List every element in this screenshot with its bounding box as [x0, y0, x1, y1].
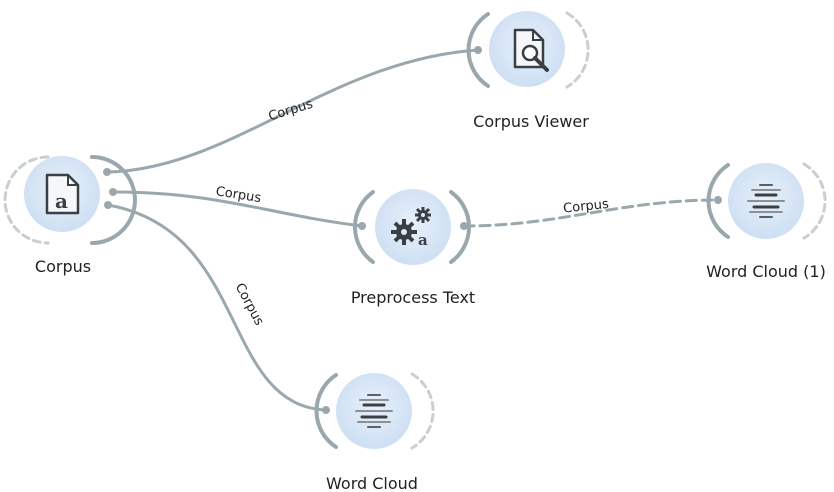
- output-channel-dot: [460, 222, 468, 230]
- output-anchor-arc[interactable]: [449, 190, 471, 264]
- node-label: Corpus Viewer: [473, 112, 589, 131]
- output-channel-dot: [104, 201, 112, 209]
- node-label: Word Cloud (1): [706, 262, 826, 281]
- input-anchor-arc[interactable]: [706, 163, 730, 239]
- input-channel-dot: [358, 222, 366, 230]
- input-channel-dot: [714, 196, 722, 204]
- output-channel-dot: [103, 168, 111, 176]
- gears-a-icon: a: [391, 207, 431, 249]
- node-corpus-viewer[interactable]: Corpus Viewer: [466, 11, 590, 131]
- links: [105, 48, 720, 412]
- input-anchor-arc: [3, 155, 50, 245]
- output-anchor-arc[interactable]: [90, 155, 137, 245]
- word-cloud-icon: [747, 184, 785, 218]
- node-circle[interactable]: [375, 189, 451, 265]
- input-channel-dot: [322, 406, 330, 414]
- link-label-word-cloud-1: Corpus: [563, 197, 610, 217]
- output-channel-dot: [109, 188, 117, 196]
- document-a-icon: a: [45, 173, 80, 215]
- link-label-preprocess-text: Corpus: [215, 184, 263, 206]
- word-cloud-icon: [355, 394, 393, 428]
- link-preprocess-text-to-word-cloud-1[interactable]: [462, 198, 720, 228]
- node-corpus[interactable]: a Corpus: [3, 155, 137, 276]
- node-word-cloud[interactable]: Word Cloud: [314, 372, 435, 492]
- link-label-word-cloud: Corpus: [232, 281, 267, 329]
- node-word-cloud-1[interactable]: Word Cloud (1): [706, 162, 827, 281]
- node-label: Corpus: [35, 257, 91, 276]
- output-anchor-arc: [565, 11, 590, 89]
- output-anchor-arc: [802, 162, 827, 240]
- input-anchor-arc[interactable]: [466, 12, 490, 88]
- svg-text:a: a: [418, 231, 428, 249]
- input-anchor-arc[interactable]: [314, 373, 338, 449]
- link-corpus-to-corpus-viewer[interactable]: [105, 48, 480, 174]
- link-corpus-to-word-cloud[interactable]: [106, 203, 328, 412]
- document-magnifier-icon: [513, 28, 549, 72]
- input-channel-dot: [474, 46, 482, 54]
- svg-text:a: a: [55, 189, 68, 213]
- output-anchor-arc: [410, 372, 435, 450]
- link-label-corpus-viewer: Corpus: [267, 97, 315, 125]
- link-corpus-to-preprocess-text[interactable]: [111, 190, 364, 228]
- node-label: Word Cloud: [326, 474, 418, 492]
- input-anchor-arc[interactable]: [353, 190, 375, 264]
- node-preprocess-text[interactable]: a Preprocess Text: [351, 189, 475, 307]
- node-label: Preprocess Text: [351, 288, 475, 307]
